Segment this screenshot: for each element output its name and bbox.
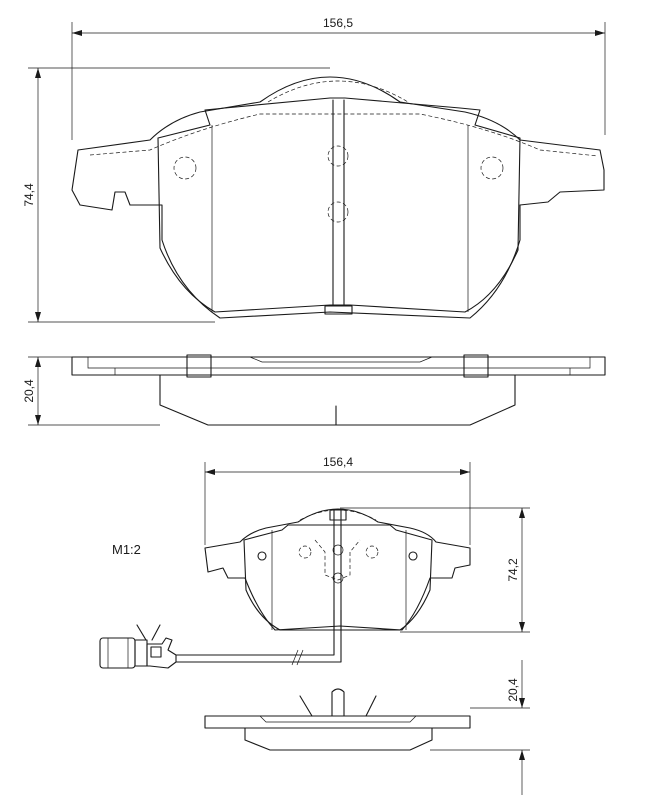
top-hole-right (480, 156, 504, 180)
top-side-clip-right (463, 354, 489, 378)
top-hole-left (173, 156, 197, 180)
dim-bottom-width: 156,4 (204, 455, 471, 545)
scale-label: M1:2 (112, 542, 141, 557)
top-friction-inner (211, 125, 469, 312)
bottom-pad-front-view (99, 508, 471, 669)
bottom-side-clip (299, 688, 377, 717)
bottom-center-slot (329, 509, 347, 631)
sensor-connector (99, 637, 136, 669)
bottom-friction-material (243, 524, 433, 631)
top-side-friction (159, 374, 516, 426)
top-backing-plate (71, 76, 605, 319)
top-friction-material (157, 97, 521, 313)
top-hole-center-2 (327, 201, 349, 223)
dim-bottom-thickness-label: 20,4 (506, 678, 520, 702)
top-hump-hidden-line (89, 80, 599, 157)
top-side-backing-plate (71, 356, 606, 376)
dim-top-width-label: 156,5 (323, 16, 353, 30)
dim-top-height-label: 74,4 (22, 183, 36, 207)
top-pad-side-view (71, 354, 606, 426)
bottom-pad-side-view (204, 688, 471, 751)
bottom-side-friction (244, 727, 433, 751)
dim-top-thickness: 20,4 (22, 356, 160, 426)
top-hole-center-1 (327, 145, 349, 167)
dim-bottom-height: 74,2 (340, 507, 530, 633)
top-pad-front-view (71, 76, 605, 319)
dim-bottom-height-label: 74,2 (506, 558, 520, 582)
dim-top-width: 156,5 (71, 16, 606, 140)
dim-bottom-width-label: 156,4 (323, 455, 353, 469)
dim-top-height: 74,4 (22, 67, 330, 323)
dim-top-thickness-label: 20,4 (22, 379, 36, 403)
top-side-clip-left (186, 354, 212, 378)
dim-bottom-thickness: 20,4 (430, 660, 530, 795)
wear-sensor (99, 609, 342, 669)
